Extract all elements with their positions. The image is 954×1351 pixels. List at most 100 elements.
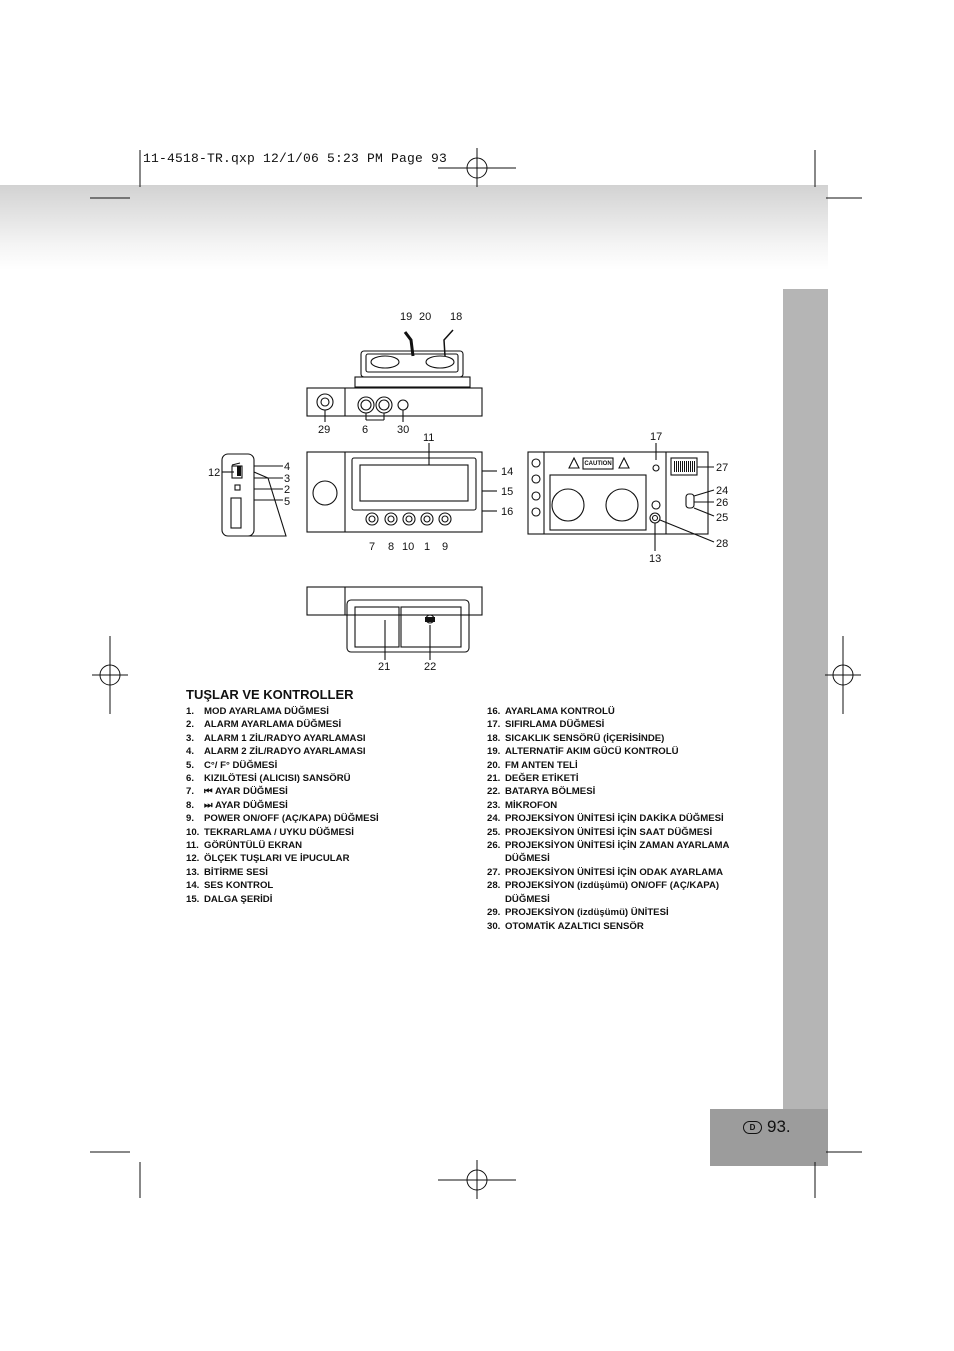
crop-marks <box>90 148 862 1199</box>
item-number: 12. <box>186 853 200 865</box>
device-drawings <box>221 329 715 660</box>
item-text: PROJEKSİYON (izdüşümü) ÜNİTESİ <box>505 907 669 919</box>
item-text: BİTİRME SESİ <box>204 866 268 878</box>
item-number: 10. <box>186 826 200 838</box>
item-text: PROJEKSİYON ÜNİTESİ İÇİN DAKİKA DÜĞMESİ <box>505 813 724 825</box>
list-item: 5.C°/ F° DÜĞMESİ <box>186 759 476 772</box>
callout-14: 14 <box>501 466 513 478</box>
list-item: 17. SIFIRLAMA DÜĞMESİ <box>487 718 757 731</box>
callout-6: 6 <box>362 424 368 436</box>
callout-19: 19 <box>400 311 412 323</box>
callout-4: 4 <box>284 461 290 473</box>
list-item: 15. DALGA ŞERİDİ <box>186 893 476 906</box>
list-item: 28. PROJEKSİYON (izdüşümü) ON/OFF (AÇ/KAP… <box>487 879 757 906</box>
list-item: 13. BİTİRME SESİ <box>186 866 476 879</box>
item-text: KIZILÖTESİ (ALICISI) SANSÖRÜ <box>204 773 351 785</box>
item-number: 19. <box>487 746 501 758</box>
page-number: D 93. <box>743 1117 791 1137</box>
list-item: 4. ALARM 2 ZİL/RADYO AYARLAMASI <box>186 745 476 758</box>
list-item: 14.SES KONTROL <box>186 879 476 892</box>
list-item: 18. SICAKLIK SENSÖRÜ (İÇERİSİNDE) <box>487 732 757 745</box>
item-number: 23. <box>487 799 501 811</box>
item-text: AYARLAMA KONTROLÜ <box>505 706 615 717</box>
item-number: 18. <box>487 732 501 744</box>
list-item: 22. BATARYA BÖLMESİ <box>487 785 757 798</box>
item-number: 8. <box>186 799 195 811</box>
item-text: SIFIRLAMA DÜĞMESİ <box>505 719 605 731</box>
item-number: 26. <box>487 840 501 852</box>
callout-18: 18 <box>450 311 462 323</box>
item-text: ALARM 1 ZİL/RADYO AYARLAMASI <box>204 732 366 744</box>
list-item: 29.PROJEKSİYON (izdüşümü) ÜNİTESİ <box>487 906 757 919</box>
item-number: 25. <box>487 826 501 838</box>
item-number: 13. <box>186 866 200 878</box>
list-item: 24. PROJEKSİYON ÜNİTESİ İÇİN DAKİKA DÜĞME… <box>487 812 757 825</box>
list-item: 21. DEĞER ETİKETİ <box>487 772 757 785</box>
item-text: ALARM AYARLAMA DÜĞMESİ <box>204 719 342 731</box>
list-item: 11.GÖRÜNTÜLÜ EKRAN <box>186 839 476 852</box>
list-item: 26. PROJEKSİYON ÜNİTESİ İÇİN ZAMAN AYARLA… <box>487 839 757 866</box>
list-item: 9.POWER ON/OFF (AÇ/KAPA) DÜĞMESİ <box>186 812 476 825</box>
callout-5: 5 <box>284 496 290 508</box>
list-item: 3.ALARM 1 ZİL/RADYO AYARLAMASI <box>186 732 476 745</box>
callout-12: 12 <box>208 467 220 479</box>
item-number: 22. <box>487 786 501 798</box>
item-number: 2. <box>186 719 195 731</box>
item-text: PROJEKSİYON ÜNİTESİ İÇİN ODAK AYARLAMA <box>505 866 724 878</box>
callout-17: 17 <box>650 431 662 443</box>
callout-1: 1 <box>424 541 430 553</box>
callout-20: 20 <box>419 311 431 323</box>
item-text: FM ANTEN TELİ <box>505 759 578 771</box>
item-text: BATARYA BÖLMESİ <box>505 786 596 798</box>
list-item: 12. ÖLÇEK TUŞLARI VE İPUCULAR <box>186 852 476 865</box>
item-number: 17. <box>487 719 501 731</box>
callout-22: 22 <box>424 661 436 673</box>
callout-28: 28 <box>716 538 728 550</box>
item-number: 15. <box>186 893 200 905</box>
caution-label: CAUTION <box>584 461 611 467</box>
page-number-box <box>710 1109 828 1166</box>
list-item: 20.FM ANTEN TELİ <box>487 759 757 772</box>
item-text: ALTERNATİF AKIM GÜCÜ KONTROLÜ <box>505 746 679 758</box>
item-number: 4. <box>186 746 195 758</box>
list-item: 19. ALTERNATİF AKIM GÜCÜ KONTROLÜ <box>487 745 757 758</box>
callout-15: 15 <box>501 486 513 498</box>
callout-26: 26 <box>716 497 728 509</box>
item-text: ÖLÇEK TUŞLARI VE İPUCULAR <box>204 853 350 865</box>
item-text: DALGA ŞERİDİ <box>204 893 273 905</box>
item-text: SICAKLIK SENSÖRÜ (İÇERİSİNDE) <box>505 732 665 744</box>
item-number: 24. <box>487 813 501 825</box>
list-item: 2. ALARM AYARLAMA DÜĞMESİ <box>186 718 476 731</box>
item-number: 28. <box>487 880 501 892</box>
callout-7: 7 <box>369 541 375 553</box>
callout-16: 16 <box>501 506 513 518</box>
item-text: DEĞER ETİKETİ <box>505 773 579 785</box>
item-text: ALARM 2 ZİL/RADYO AYARLAMASI <box>204 746 366 758</box>
list-item: 27. PROJEKSİYON ÜNİTESİ İÇİN ODAK AYARLAM… <box>487 866 757 879</box>
item-text: ⏭ AYAR DÜĞMESİ <box>204 799 288 811</box>
section-title: TUŞLAR VE KONTROLLER <box>186 687 354 702</box>
item-number: 11. <box>186 840 199 852</box>
item-number: 14. <box>186 880 200 892</box>
item-text: MİKROFON <box>505 799 558 811</box>
list-item: 7.⏮ AYAR DÜĞMESİ <box>186 785 476 798</box>
hatch-fills <box>237 461 695 622</box>
print-slug: 11-4518-TR.qxp 12/1/06 5:23 PM Page 93 <box>143 151 448 166</box>
item-text: PROJEKSİYON (izdüşümü) ON/OFF (AÇ/KAPA) … <box>505 880 720 905</box>
header-band <box>0 185 828 270</box>
item-text: PROJEKSİYON ÜNİTESİ İÇİN ZAMAN AYARLAMA … <box>505 840 730 865</box>
item-number: 27. <box>487 866 501 878</box>
callout-13: 13 <box>649 553 661 565</box>
item-text: TEKRARLAMA / UYKU DÜĞMESİ <box>204 826 354 838</box>
callout-21: 21 <box>378 661 390 673</box>
list-item: 10. TEKRARLAMA / UYKU DÜĞMESİ <box>186 826 476 839</box>
item-text: PROJEKSİYON ÜNİTESİ İÇİN SAAT DÜĞMESİ <box>505 826 713 838</box>
side-tab <box>783 289 828 1109</box>
list-item: 8. ⏭ AYAR DÜĞMESİ <box>186 799 476 812</box>
item-number: 21. <box>487 773 501 785</box>
item-text: C°/ F° DÜĞMESİ <box>204 759 278 771</box>
item-text: ⏮ AYAR DÜĞMESİ <box>204 786 288 798</box>
list-item: 6.KIZILÖTESİ (ALICISI) SANSÖRÜ <box>186 772 476 785</box>
